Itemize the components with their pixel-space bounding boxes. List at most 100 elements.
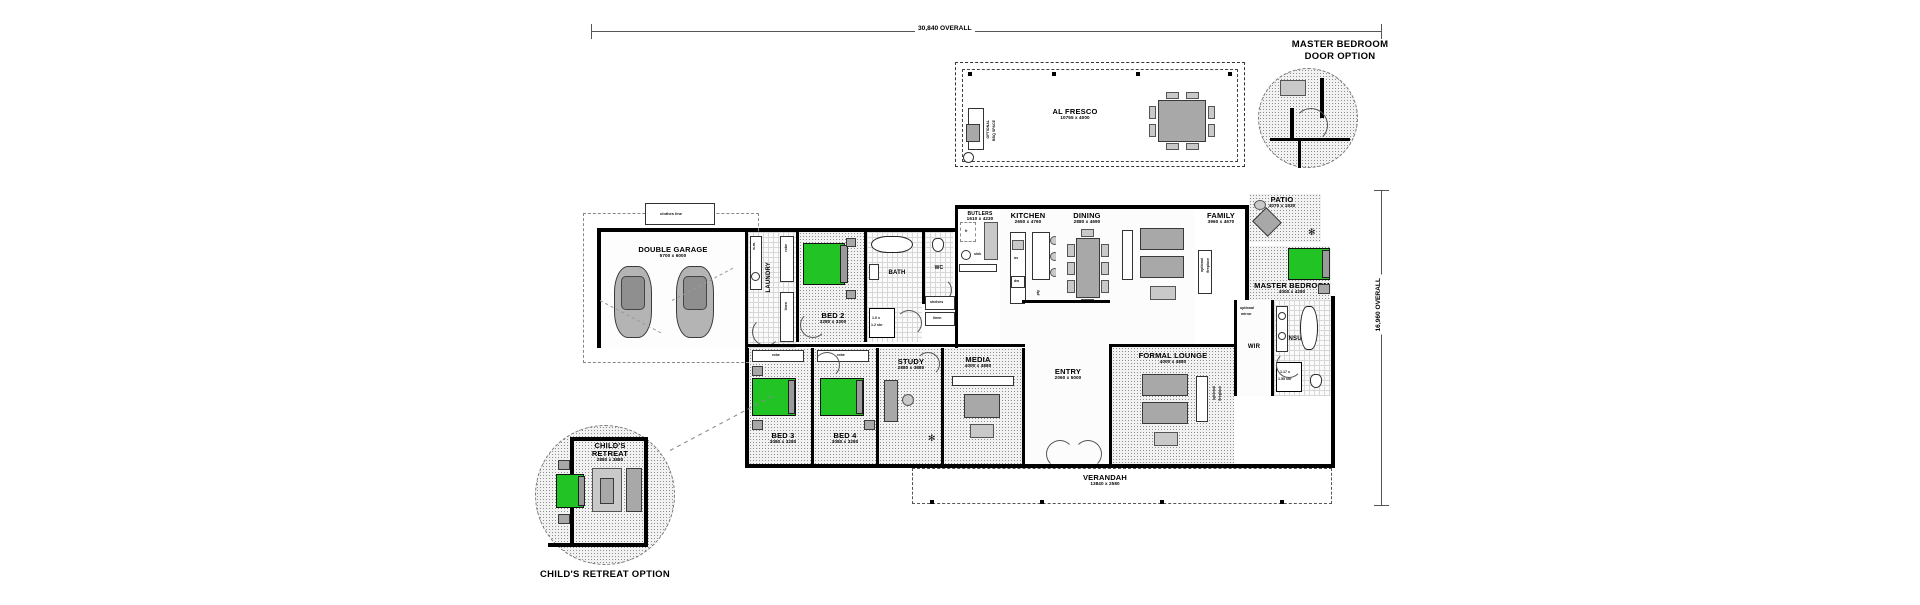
formal-lounge-wall-left [1109, 344, 1112, 464]
bath-shower-label-line1: 1.0 x [872, 316, 880, 320]
double-garage-label: DOUBLE GARAGE 5700 x 6000 [628, 246, 718, 259]
laundry-sink-icon [751, 272, 760, 281]
al-fresco-dimension: 10755 x 4000 [1060, 114, 1090, 120]
entry-label: ENTRY 2060 x 5000 [1040, 368, 1096, 381]
laundry-robe [780, 236, 794, 282]
al-fresco-chair-top-1 [1166, 92, 1179, 99]
butlers-fridge-label: fr [965, 229, 968, 233]
bed-4-dimension: 3080 x 3280 [831, 438, 859, 444]
butlers-sink-icon [961, 250, 971, 260]
al-fresco-post-1 [968, 72, 972, 76]
verandah-post-1 [930, 500, 934, 504]
dining-chair-l1 [1067, 244, 1075, 257]
linen-cupboard [925, 312, 955, 326]
childs-retreat-name-line2: RETREAT [591, 448, 629, 458]
main-wall-top-center [955, 205, 1245, 209]
entry-name: ENTRY [1054, 367, 1082, 376]
wir-room [1237, 300, 1271, 396]
master-door-option-furniture [1280, 80, 1306, 96]
bed-2-door-arc [800, 312, 826, 338]
entry-dimension: 2060 x 5000 [1054, 374, 1082, 380]
verandah-post-3 [1160, 500, 1164, 504]
family-label: FAMILY 3960 x 4670 [1196, 212, 1246, 225]
verandah-label: VERANDAH 13840 x 2580 [1060, 474, 1150, 487]
master-bedroom-name: MASTER BEDROOM [1254, 281, 1330, 290]
verandah-area [912, 468, 1332, 504]
bed-2-name: BED 2 [821, 311, 845, 320]
main-wall-left-garage [597, 228, 747, 232]
kitchen-cooktop [1012, 240, 1024, 250]
entry-room [1025, 300, 1109, 464]
overall-height-dimension-line [1381, 190, 1382, 505]
laundry-wall-left [745, 232, 748, 348]
bed-3-pillow [788, 380, 795, 414]
bed2-wall-left [796, 232, 799, 342]
ensuite-basin-1 [1278, 312, 1286, 320]
optional-fireplace [1198, 250, 1212, 294]
bed-2-dimension: 3280 x 3300 [819, 318, 847, 324]
clothes-line-label: clothes line [660, 211, 683, 216]
dining-chair-l3 [1067, 280, 1075, 293]
formal-lounge-optional-fireplace-line2: fireplace [1218, 386, 1222, 401]
patio-side-table [1254, 200, 1266, 210]
master-door-option-wall-vertical [1320, 78, 1324, 118]
study-wall-left [876, 348, 879, 464]
childs-retreat-wall-bottom [548, 543, 648, 547]
childs-retreat-pillow [578, 476, 585, 506]
wall-entry-right [1022, 300, 1110, 303]
master-door-option-door-leaf [1298, 140, 1301, 168]
optional-bbq-label-line2: BBQ SPACE [992, 120, 996, 142]
childs-retreat-label: CHILD'S RETREAT 2880 x 3880 [576, 442, 644, 463]
wc-toilet-icon [932, 238, 944, 252]
bed-2-label: BED 2 3280 x 3300 [805, 312, 861, 325]
butlers-appliance [984, 222, 998, 260]
childs-retreat-wardrobe [626, 468, 642, 512]
wall-main-midspine [745, 344, 1025, 347]
ensuite-wall-left [1271, 300, 1274, 396]
bed-2-bed [803, 243, 845, 285]
bath-door-arc [896, 310, 922, 336]
al-fresco-post-4 [1228, 72, 1232, 76]
formal-lounge-wall-top [1109, 344, 1235, 347]
formal-lounge-sofa-2 [1142, 402, 1188, 424]
optional-fireplace-label-line1: optional [1200, 258, 1204, 272]
bed-3-robe [752, 350, 804, 362]
al-fresco-post-2 [1052, 72, 1056, 76]
al-fresco-post-3 [1136, 72, 1140, 76]
dim-tick-right [1381, 24, 1382, 39]
laundry-linen [780, 292, 794, 342]
wc-wall-left [922, 232, 925, 304]
dim-tick-top-right [1374, 190, 1389, 191]
butlers-label: BUTLERS 1610 x 4230 [958, 211, 1002, 222]
linen-label: linen [933, 316, 942, 320]
al-fresco-chair-right-1 [1208, 106, 1215, 119]
main-wall-bottom [745, 464, 1335, 468]
family-sofa-1 [1140, 228, 1184, 250]
childs-retreat-nightstand [558, 460, 570, 470]
optional-bbq-unit [966, 124, 980, 142]
study-label: STUDY 2880 x 3880 [883, 358, 939, 371]
al-fresco-label: AL FRESCO 10755 x 4000 [1020, 108, 1130, 121]
kitchen-dishwasher [1011, 276, 1025, 288]
butlers-dimension: 1610 x 4230 [966, 216, 994, 222]
childs-retreat-name-line1: CHILD'S [594, 441, 626, 450]
childs-retreat-wall-top [570, 437, 648, 441]
dining-name: DINING [1073, 211, 1101, 220]
main-wall-right-vertical [1331, 300, 1335, 468]
laundry-washing-machine-label: w.m. [752, 242, 756, 250]
dining-chair-r3 [1101, 280, 1109, 293]
butlers-sink-label: sink [974, 252, 982, 256]
study-name: STUDY [897, 357, 925, 366]
kitchen-label: KITCHEN 2650 x 4760 [1002, 212, 1054, 225]
childs-retreat-dimension: 2880 x 3880 [596, 456, 624, 462]
master-bedroom-label: MASTER BEDROOM 4000 x 4280 [1250, 282, 1334, 295]
al-fresco-chair-bottom-2 [1186, 143, 1199, 150]
dining-label: DINING 2880 x 4690 [1060, 212, 1114, 225]
al-fresco-outer-boundary [955, 62, 1245, 167]
ensuite-label: ENSUITE [1276, 336, 1320, 342]
formal-lounge-label: FORMAL LOUNGE 4000 x 4880 [1130, 352, 1216, 365]
entry-wall-left [1022, 348, 1025, 464]
wir-wall-left [1234, 300, 1237, 396]
family-tv-unit [1122, 230, 1133, 280]
entry-door-arc-left [1046, 440, 1074, 468]
